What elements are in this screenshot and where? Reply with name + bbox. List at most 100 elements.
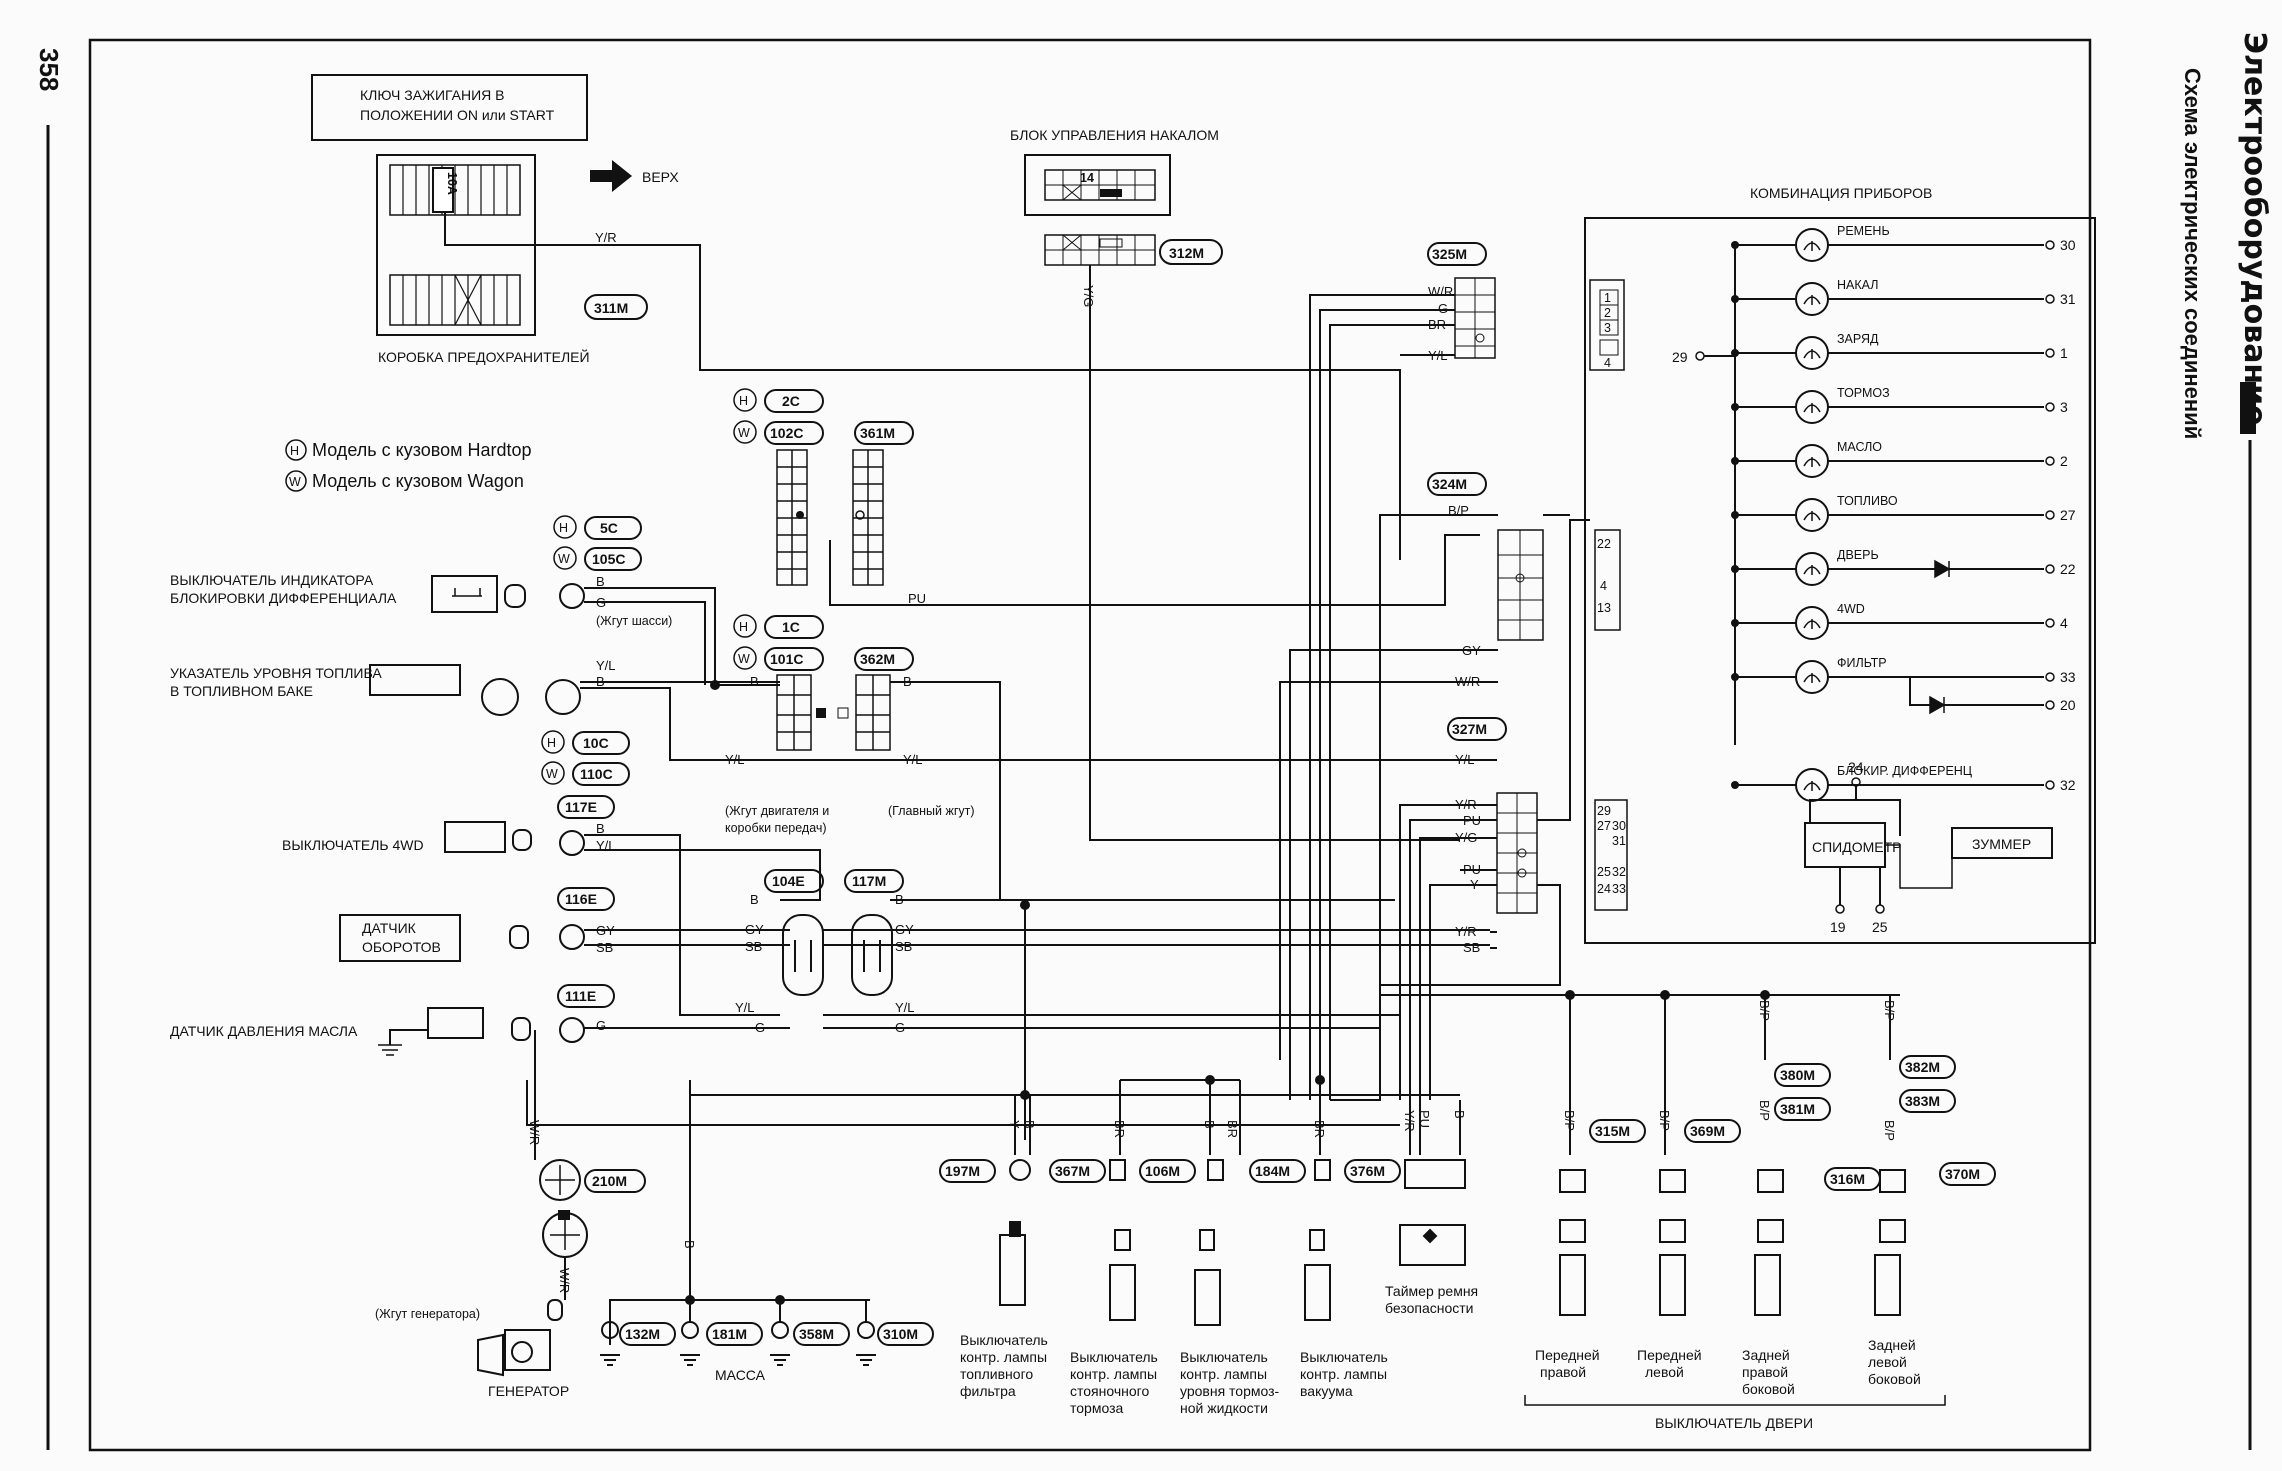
diff-lock-switch bbox=[431, 575, 498, 613]
door-fr-1: Передней bbox=[1535, 1347, 1600, 1363]
belt-timer-1: Таймер ремня bbox=[1385, 1283, 1478, 1299]
wl-br-b2: BR bbox=[1225, 1120, 1240, 1138]
wl-yl-r2: Y/L bbox=[1455, 752, 1475, 767]
wl-wr-gen1: W/R bbox=[527, 1120, 542, 1145]
cluster-pin-terminal bbox=[2045, 240, 2055, 250]
conn-383m-label: 383M bbox=[1905, 1093, 1940, 1109]
cluster-pin-terminal bbox=[2045, 780, 2055, 790]
wl-pu-r1: PU bbox=[1463, 813, 1481, 828]
wl-br-b3: BR bbox=[1312, 1120, 1327, 1138]
sw-parking-2: контр. лампы bbox=[1070, 1366, 1157, 1382]
lamp-filament bbox=[1803, 511, 1821, 521]
lamp-filament bbox=[1803, 781, 1821, 791]
conn-376m-label: 376M bbox=[1350, 1163, 1385, 1179]
diode-icon bbox=[1929, 695, 1946, 715]
conn-367m-label: 367M bbox=[1055, 1163, 1090, 1179]
wl-b-b2: B bbox=[1202, 1120, 1217, 1129]
wl-br-b1: BR bbox=[1112, 1120, 1127, 1138]
cluster-a-pin-3: 3 bbox=[1604, 321, 1611, 335]
wl-yl-c4: Y/L bbox=[895, 1000, 915, 1015]
sw-brake-fluid-1: Выключатель bbox=[1180, 1349, 1268, 1365]
lamp-name: ТОПЛИВО bbox=[1837, 494, 1898, 508]
lamp-junction bbox=[1731, 241, 1739, 249]
conn-111e-label: 111E bbox=[565, 988, 596, 1004]
generator-label: ГЕНЕРАТОР bbox=[488, 1383, 569, 1399]
main-harness-label: (Главный жгут) bbox=[888, 804, 975, 818]
oil-sensor-label: ДАТЧИК ДАВЛЕНИЯ МАСЛА bbox=[170, 1023, 358, 1039]
wl-wr-r1: W/R bbox=[1428, 284, 1453, 299]
wl-gy-1: GY bbox=[596, 923, 615, 938]
bottom-labels: Выключатель контр. лампы топливного филь… bbox=[960, 1283, 1921, 1431]
wl-pu-b1: PU bbox=[1417, 1110, 1432, 1128]
conn-380m-label: 380M bbox=[1780, 1067, 1815, 1083]
left-wires bbox=[526, 587, 1400, 1126]
wl-gy-r1: GY bbox=[1462, 643, 1481, 658]
lamp-name: ТОРМОЗ bbox=[1837, 386, 1890, 400]
door-rl-2: левой bbox=[1868, 1354, 1907, 1370]
sw-brake-fluid-4: ной жидкости bbox=[1180, 1400, 1268, 1416]
cluster-c-pin-32: 32 bbox=[1612, 865, 1626, 879]
conn-316m-label: 316M bbox=[1830, 1171, 1865, 1187]
engine-harness-label-2: коробки передач) bbox=[725, 821, 827, 835]
ground-bus bbox=[609, 1080, 691, 1345]
cluster-c-pin-24: 24 bbox=[1597, 882, 1611, 896]
fuel-gauge-label-1: УКАЗАТЕЛЬ УРОВНЯ ТОПЛИВА bbox=[170, 665, 382, 681]
cluster-pin-connectors: 1 2 3 4 22 4 13 29 27 30 31 25 32 24 33 bbox=[1589, 279, 1628, 911]
badge-w-102c: W bbox=[738, 426, 750, 440]
conn-117e-label: 117E bbox=[565, 799, 597, 815]
sw-fuel-filter-1: Выключатель bbox=[960, 1332, 1048, 1348]
diode-icon bbox=[1934, 559, 1951, 579]
bottom-wire-labels: Y B BR B BR BR Y/R PU B B/P B/P B/P B/P … bbox=[1007, 1000, 1897, 1141]
lamp-filament bbox=[1803, 619, 1821, 629]
wl-pu-r2: PU bbox=[1463, 862, 1481, 877]
conn-382m-label: 382M bbox=[1905, 1059, 1940, 1075]
conn-315m-label: 315M bbox=[1595, 1123, 1630, 1139]
lamp-junction bbox=[1731, 511, 1739, 519]
diff-lock-label-2: БЛОКИРОВКИ ДИФФЕРЕНЦИАЛА bbox=[170, 590, 397, 606]
wl-pu-1: PU bbox=[908, 591, 926, 606]
wl-bp-b3: B/P bbox=[1757, 1000, 1772, 1021]
junction-dots bbox=[685, 680, 1770, 1305]
page-frame bbox=[88, 38, 2092, 1452]
speed-sensor-label-2: ОБОРОТОВ bbox=[362, 939, 441, 955]
lamp-junction bbox=[1731, 295, 1739, 303]
fuse-rating: 10A bbox=[445, 172, 459, 195]
lamp-filament bbox=[1803, 457, 1821, 467]
wl-g-1: G bbox=[596, 595, 606, 610]
wl-b-b3: B bbox=[1452, 1110, 1467, 1119]
pin-19: 19 bbox=[1830, 919, 1846, 935]
sw-brake-fluid-2: контр. лампы bbox=[1180, 1366, 1267, 1382]
door-fl-1: Передней bbox=[1637, 1347, 1702, 1363]
legend-h-symbol: H bbox=[290, 444, 299, 458]
wl-yr-b1: Y/R bbox=[1402, 1110, 1417, 1132]
pin-24: 24 bbox=[1848, 759, 1864, 775]
door-rr-1: Задней bbox=[1742, 1347, 1790, 1363]
gen-harness-label: (Жгут генератора) bbox=[375, 1307, 480, 1321]
conn-5c-label: 5C bbox=[600, 520, 618, 536]
cluster-pin-number: 22 bbox=[2060, 561, 2076, 577]
cluster-c-pin-27: 27 bbox=[1597, 819, 1611, 833]
wl-yl-c3: Y/L bbox=[735, 1000, 755, 1015]
conn-327m-label: 327M bbox=[1452, 721, 1487, 737]
bottom-switch-symbols bbox=[999, 1159, 1906, 1326]
wl-b-c4: B bbox=[895, 892, 904, 907]
conn-369m-label: 369M bbox=[1690, 1123, 1725, 1139]
speed-sensor-label-1: ДАТЧИК bbox=[362, 920, 417, 936]
door-switch-label: ВЫКЛЮЧАТЕЛЬ ДВЕРИ bbox=[1655, 1415, 1813, 1431]
center-connector-blocks bbox=[776, 449, 891, 751]
fuel-gauge bbox=[369, 664, 461, 696]
wl-yl-c1: Y/L bbox=[725, 752, 745, 767]
cluster-pin-terminal bbox=[2045, 402, 2055, 412]
sw-vacuum-1: Выключатель bbox=[1300, 1349, 1388, 1365]
badge-h-10c: H bbox=[547, 736, 556, 750]
wl-sb-c1: SB bbox=[745, 939, 762, 954]
cluster-pin-terminal bbox=[2045, 672, 2055, 682]
wl-bp-b1: B/P bbox=[1562, 1110, 1577, 1131]
cluster-title: КОМБИНАЦИЯ ПРИБОРОВ bbox=[1750, 185, 1932, 201]
lamp-name: ФИЛЬТР bbox=[1837, 656, 1887, 670]
cluster-pin-number: 4 bbox=[2060, 615, 2068, 631]
cluster-b-pin-13: 13 bbox=[1597, 601, 1611, 615]
conn-1c-label: 1C bbox=[782, 619, 800, 635]
wl-yg-r1: Y/G bbox=[1455, 830, 1477, 845]
lamp-junction bbox=[1731, 349, 1739, 357]
